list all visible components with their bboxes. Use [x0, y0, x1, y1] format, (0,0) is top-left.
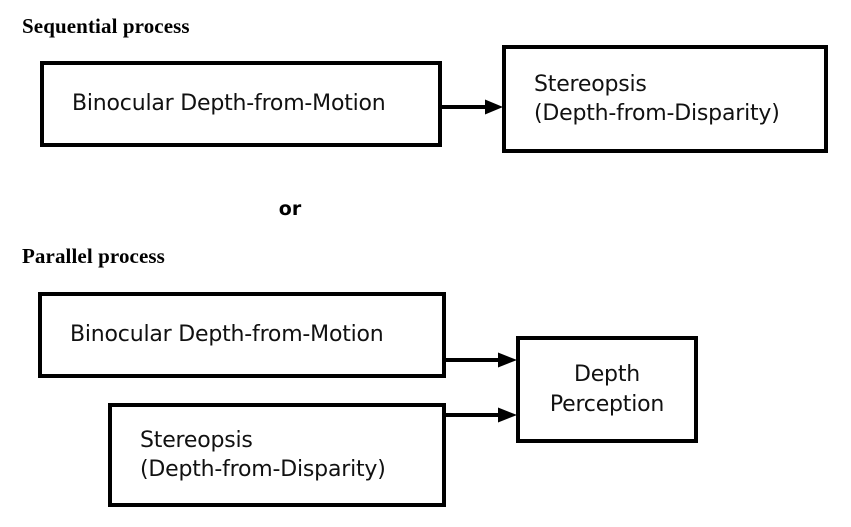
- arrow-parallel-stereopsis-to-depth-perception: [446, 407, 520, 423]
- arrow-parallel-binocular-to-depth-perception: [446, 352, 520, 368]
- box-sequential-binocular-label: Binocular Depth-from-Motion: [72, 91, 386, 117]
- box-parallel-binocular-label: Binocular Depth-from-Motion: [70, 322, 384, 348]
- arrow-sequential-binocular-to-stereopsis: [441, 99, 505, 115]
- box-sequential-binocular-depth-from-motion: Binocular Depth-from-Motion: [40, 61, 442, 147]
- box-sequential-stereopsis-label-line1: Stereopsis: [534, 71, 647, 97]
- box-parallel-depth-perception: Depth Perception: [516, 336, 698, 443]
- box-sequential-stereopsis-label-line2: (Depth-from-Disparity): [534, 101, 780, 126]
- box-parallel-stereopsis-label-line2: (Depth-from-Disparity): [140, 457, 386, 482]
- box-parallel-stereopsis-label-line1: Stereopsis: [140, 427, 253, 453]
- box-sequential-stereopsis: Stereopsis (Depth-from-Disparity): [502, 45, 828, 153]
- section-heading-sequential: Sequential process: [22, 14, 190, 38]
- section-heading-parallel: Parallel process: [22, 244, 165, 268]
- box-parallel-depth-perception-label-line1: Depth: [573, 362, 640, 388]
- box-parallel-binocular-depth-from-motion: Binocular Depth-from-Motion: [38, 292, 446, 378]
- box-parallel-stereopsis: Stereopsis (Depth-from-Disparity): [108, 403, 446, 507]
- box-parallel-depth-perception-label-line2: Perception: [549, 391, 665, 417]
- connector-label-or: or: [278, 198, 302, 220]
